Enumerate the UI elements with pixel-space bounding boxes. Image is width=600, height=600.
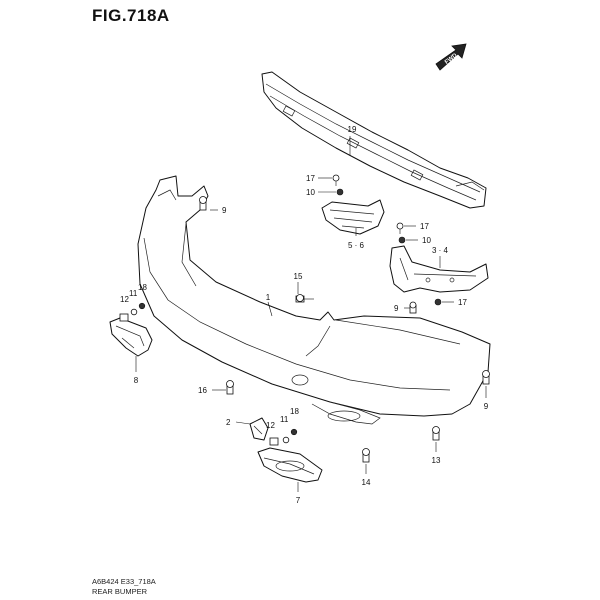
- bolt-14: [362, 448, 370, 463]
- callout-11-left: 11: [129, 289, 138, 298]
- callout-2: 2: [226, 418, 231, 427]
- callout-11-right: 11: [280, 415, 289, 424]
- nut-10-mid: [398, 236, 406, 244]
- nut-11-right: [282, 436, 290, 444]
- callout-7: 7: [296, 496, 301, 505]
- callout-18-right: 18: [290, 407, 299, 416]
- nut-12-left: [119, 313, 129, 322]
- fwd-arrow-badge: FWD: [435, 43, 467, 71]
- nut-12-right: [269, 437, 279, 446]
- screw-17-top: [332, 174, 340, 186]
- callout-10-mid: 10: [422, 236, 431, 245]
- callout-10-top: 10: [306, 188, 315, 197]
- screw-17-right: [434, 298, 442, 306]
- bumper-absorber-part: [261, 71, 487, 209]
- clip-18-right: [290, 428, 298, 436]
- callout-13: 13: [432, 456, 441, 465]
- left-reflector-part: [109, 317, 153, 357]
- figure-title: FIG.718A: [92, 6, 170, 25]
- callout-12-left: 12: [120, 295, 129, 304]
- callout-16: 16: [198, 386, 207, 395]
- callout-19: 19: [348, 125, 357, 134]
- callout-1: 1: [266, 293, 271, 302]
- callout-labels: 19 17 10 9 5 · 6 17 10 3 · 4 15 1 9 17 1…: [120, 125, 489, 505]
- clip-9-mid: [409, 301, 417, 314]
- callout-17-top: 17: [306, 174, 315, 183]
- fasteners-group: [119, 174, 490, 463]
- clip-9-right: [482, 370, 490, 385]
- callout-3-4: 3 · 4: [432, 246, 449, 255]
- callout-17-mid: 17: [420, 222, 429, 231]
- nut-10-top: [336, 188, 344, 196]
- right-reflector-part: [257, 447, 323, 483]
- side-bracket-part: [389, 245, 489, 293]
- screw-17-mid: [396, 222, 404, 234]
- leader-lines: [135, 136, 487, 492]
- bolt-16: [226, 380, 234, 395]
- callout-14: 14: [362, 478, 371, 487]
- center-bracket-part: [321, 199, 385, 235]
- clip-18-left: [138, 302, 146, 310]
- callout-9-top: 9: [222, 206, 227, 215]
- diagram-code: A6B424 E33_718A: [92, 577, 156, 586]
- bolt-15: [295, 294, 314, 303]
- rear-bumper-cover-part: [137, 175, 491, 425]
- callout-9-mid: 9: [394, 304, 399, 313]
- callout-18-left: 18: [138, 283, 147, 292]
- cover-cap-part: [249, 417, 269, 441]
- nut-11-left: [130, 308, 138, 316]
- clip-9-top: [199, 196, 207, 211]
- callout-17-right: 17: [458, 298, 467, 307]
- diagram-caption: REAR BUMPER: [92, 587, 148, 596]
- callout-12-right: 12: [266, 421, 275, 430]
- callout-9-right: 9: [484, 402, 489, 411]
- callout-8: 8: [134, 376, 139, 385]
- clip-13: [432, 426, 440, 441]
- callout-5-6: 5 · 6: [348, 241, 365, 250]
- callout-15: 15: [294, 272, 303, 281]
